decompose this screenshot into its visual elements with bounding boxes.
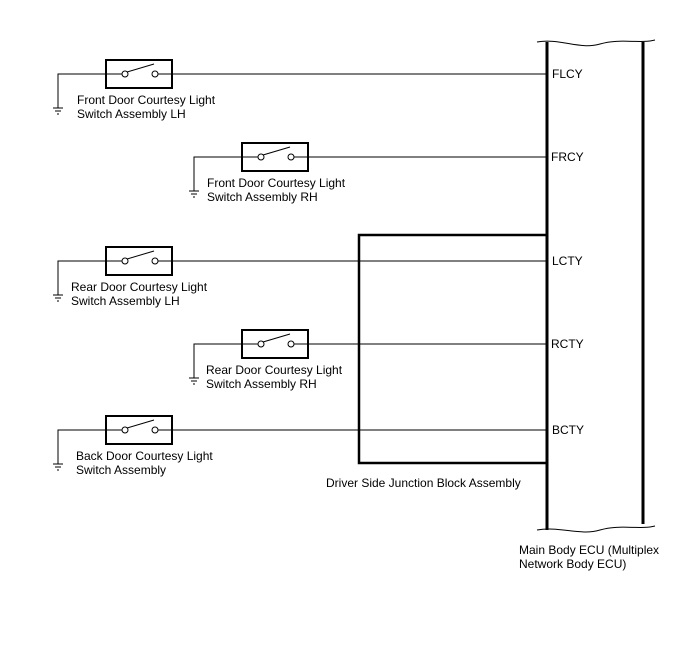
ecu-label-line1: Main Body ECU (Multiplex [519, 543, 659, 557]
switch-label-line1: Front Door Courtesy Light [207, 176, 346, 190]
main-body-ecu [536, 39, 656, 533]
switch-label-line1: Rear Door Courtesy Light [206, 363, 343, 377]
pin-label: FRCY [551, 150, 584, 164]
switch-icon [242, 333, 308, 348]
switch-label-line1: Back Door Courtesy Light [76, 449, 213, 463]
switch-label-line2: Switch Assembly [76, 463, 166, 477]
ground-icon [53, 463, 63, 471]
ground-lead [57, 429, 106, 464]
ground-icon [53, 294, 63, 302]
ground-lead [193, 343, 242, 378]
pin-label: FLCY [552, 67, 583, 81]
pin-label: BCTY [552, 423, 584, 437]
switch-icon [242, 146, 308, 161]
ground-lead [193, 156, 242, 191]
ground-lead [57, 73, 106, 108]
switch-label-line2: Switch Assembly LH [71, 294, 180, 308]
switch-label-line2: Switch Assembly RH [206, 377, 317, 391]
switch-label-line1: Rear Door Courtesy Light [71, 280, 208, 294]
junction-block-label: Driver Side Junction Block Assembly [326, 476, 521, 490]
ground-lead [57, 260, 106, 295]
ground-icon [53, 107, 63, 115]
switch-label-line2: Switch Assembly LH [77, 107, 186, 121]
ecu-label-line2: Network Body ECU) [519, 557, 626, 571]
ground-icon [189, 190, 199, 198]
ecu-top-break [536, 39, 656, 47]
pin-label: RCTY [551, 337, 584, 351]
junction-block-box [357, 233, 549, 465]
ecu-bottom-break [536, 525, 656, 533]
switch-icon [106, 63, 172, 78]
ground-icon [189, 377, 199, 385]
switch-icon [106, 419, 172, 434]
switch-icon [106, 250, 172, 265]
pin-label: LCTY [552, 254, 583, 268]
switch-label-line1: Front Door Courtesy Light [77, 93, 216, 107]
switch-label-line2: Switch Assembly RH [207, 190, 318, 204]
